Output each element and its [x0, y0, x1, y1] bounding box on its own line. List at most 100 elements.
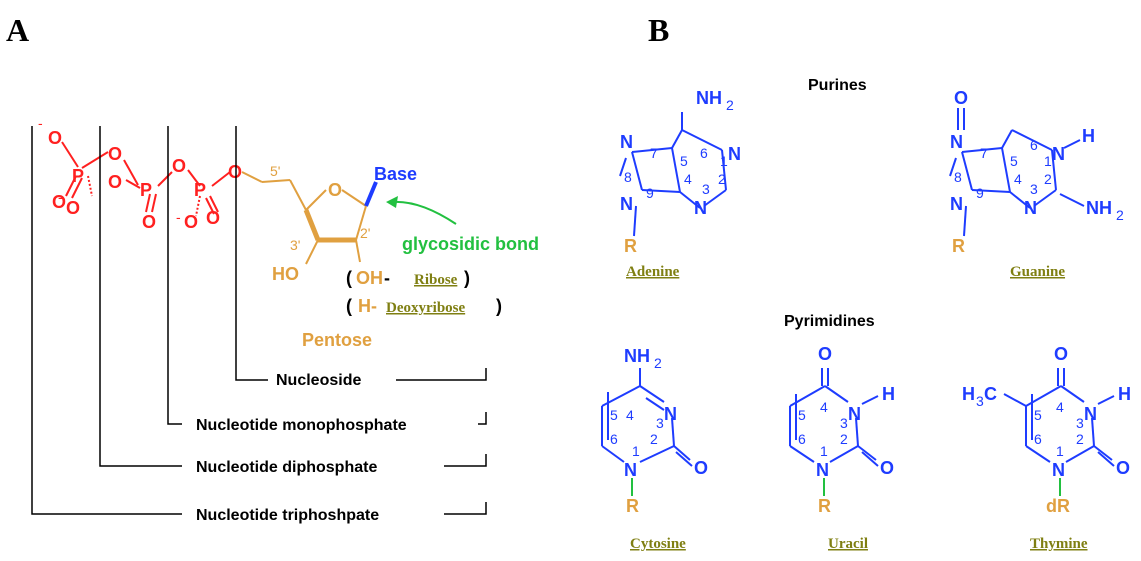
phosphate-o-6: O [172, 156, 186, 176]
phosphate-o-minus-2: O [184, 212, 198, 232]
h-open-paren: ( [346, 296, 352, 316]
cytosine-structure: NH 2 N N O 4 5 6 3 2 1 R [601, 346, 708, 516]
thymine-n3: N [1084, 404, 1097, 424]
deoxyribose-close-paren: ) [496, 296, 502, 316]
pentose-atoms: 5' O 3' 2' HO [270, 163, 370, 284]
guanine-link[interactable]: Guanine [1010, 264, 1065, 280]
phosphate-groups [61, 141, 231, 217]
guanine-num-3: 3 [1030, 181, 1038, 197]
guanine-nh2-sub: 2 [1116, 207, 1124, 223]
thymine-num-6: 6 [1034, 431, 1042, 447]
nucleoside-label: Nucleoside [276, 372, 361, 389]
uracil-structure: O N H N O 4 5 6 3 2 1 R [789, 344, 895, 516]
oh-dash: - [384, 268, 390, 288]
uracil-num-1: 1 [820, 443, 828, 459]
base-label: Base [374, 164, 417, 184]
cytosine-link[interactable]: Cytosine [630, 536, 686, 552]
adenine-num-7: 7 [650, 145, 658, 161]
adenine-structure: NH 2 N N N N 7 8 9 5 4 6 1 2 3 R [619, 88, 741, 256]
uracil-n3: N [848, 404, 861, 424]
phosphate-o-8: O [206, 208, 220, 228]
phosphate-atoms: - O P O O O O - P O O P O O - O [38, 115, 242, 232]
thymine-h3c-c: C [984, 384, 997, 404]
thymine-o4: O [1054, 344, 1068, 364]
phosphate-o-1: O [48, 128, 62, 148]
glycosidic-arrowhead [386, 196, 398, 208]
guanine-n7: N [950, 132, 963, 152]
adenine-num-5: 5 [680, 153, 688, 169]
uracil-o4: O [818, 344, 832, 364]
adenine-r: R [624, 236, 637, 256]
adenine-num-9: 9 [646, 185, 654, 201]
uracil-link[interactable]: Uracil [828, 536, 868, 552]
cytosine-num-5: 5 [610, 407, 618, 423]
phosphate-o-3: O [108, 172, 122, 192]
guanine-num-1: 1 [1044, 153, 1052, 169]
adenine-num-6: 6 [700, 145, 708, 161]
thymine-n1: N [1052, 460, 1065, 480]
thymine-num-5: 5 [1034, 407, 1042, 423]
guanine-n3: N [1024, 198, 1037, 218]
uracil-num-4: 4 [820, 399, 828, 415]
glycosidic-bond-label: glycosidic bond [402, 234, 539, 254]
phosphate-o-4: O [52, 192, 66, 212]
oh-label: OH [356, 268, 383, 288]
adenine-n7: N [620, 132, 633, 152]
uracil-n1: N [816, 460, 829, 480]
sugar-variants: ( OH - Ribose ) ( H- Deoxyribose ) [346, 268, 502, 316]
thymine-o2: O [1116, 458, 1130, 478]
phosphate-minus-2: - [176, 209, 181, 225]
cytosine-n3: N [664, 404, 677, 424]
cytosine-num-1: 1 [632, 443, 640, 459]
cytosine-r: R [626, 496, 639, 516]
purines-title: Purines [808, 77, 867, 94]
cytosine-n1: N [624, 460, 637, 480]
guanine-nh2: NH [1086, 198, 1112, 218]
panel-label-a: A [6, 12, 29, 48]
adenine-n1: N [728, 144, 741, 164]
adenine-num-3: 3 [702, 181, 710, 197]
phosphate-o-2: O [108, 144, 122, 164]
cytosine-num-4: 4 [626, 407, 634, 423]
uracil-num-5: 5 [798, 407, 806, 423]
thymine-h3: H [1118, 384, 1131, 404]
thymine-num-2: 2 [1076, 431, 1084, 447]
ribose-link[interactable]: Ribose [414, 272, 458, 288]
base-bond [364, 181, 378, 207]
thymine-dr: dR [1046, 496, 1070, 516]
ring-oxygen: O [328, 180, 342, 200]
carbon-5-label: 5' [270, 163, 280, 179]
adenine-n9: N [620, 194, 633, 214]
guanine-num-2: 2 [1044, 171, 1052, 187]
panel-label-b: B [648, 12, 669, 48]
phosphate-minus-1: - [58, 189, 63, 205]
guanine-num-6: 6 [1030, 137, 1038, 153]
adenine-nh2-sub: 2 [726, 97, 734, 113]
guanine-o6: O [954, 88, 968, 108]
uracil-num-3: 3 [840, 415, 848, 431]
thymine-h3c-h: H [962, 384, 975, 404]
adenine-link[interactable]: Adenine [626, 264, 680, 280]
thymine-structure: O H 3 C N H N O 4 5 6 3 2 1 dR [962, 344, 1131, 516]
adenine-num-2: 2 [718, 171, 726, 187]
uracil-o2: O [880, 458, 894, 478]
oh-open-paren: ( [346, 268, 352, 288]
deoxyribose-link[interactable]: Deoxyribose [386, 300, 465, 316]
thymine-num-4: 4 [1056, 399, 1064, 415]
pentose-label: Pentose [302, 330, 372, 350]
triphosphate-label: Nucleotide triphoshpate [196, 507, 379, 524]
bracket-lines [31, 126, 487, 515]
carbon-3-label: 3' [290, 237, 300, 253]
thymine-link[interactable]: Thymine [1030, 536, 1088, 552]
adenine-num-1: 1 [720, 153, 728, 169]
uracil-num-6: 6 [798, 431, 806, 447]
phosphate-p-2: P [140, 180, 152, 200]
h-label: H- [358, 296, 377, 316]
cytosine-num-2: 2 [650, 431, 658, 447]
guanine-num-4: 4 [1014, 171, 1022, 187]
guanine-h1: H [1082, 126, 1095, 146]
adenine-n3: N [694, 198, 707, 218]
hydroxyl-3: HO [272, 264, 299, 284]
cytosine-num-3: 3 [656, 415, 664, 431]
